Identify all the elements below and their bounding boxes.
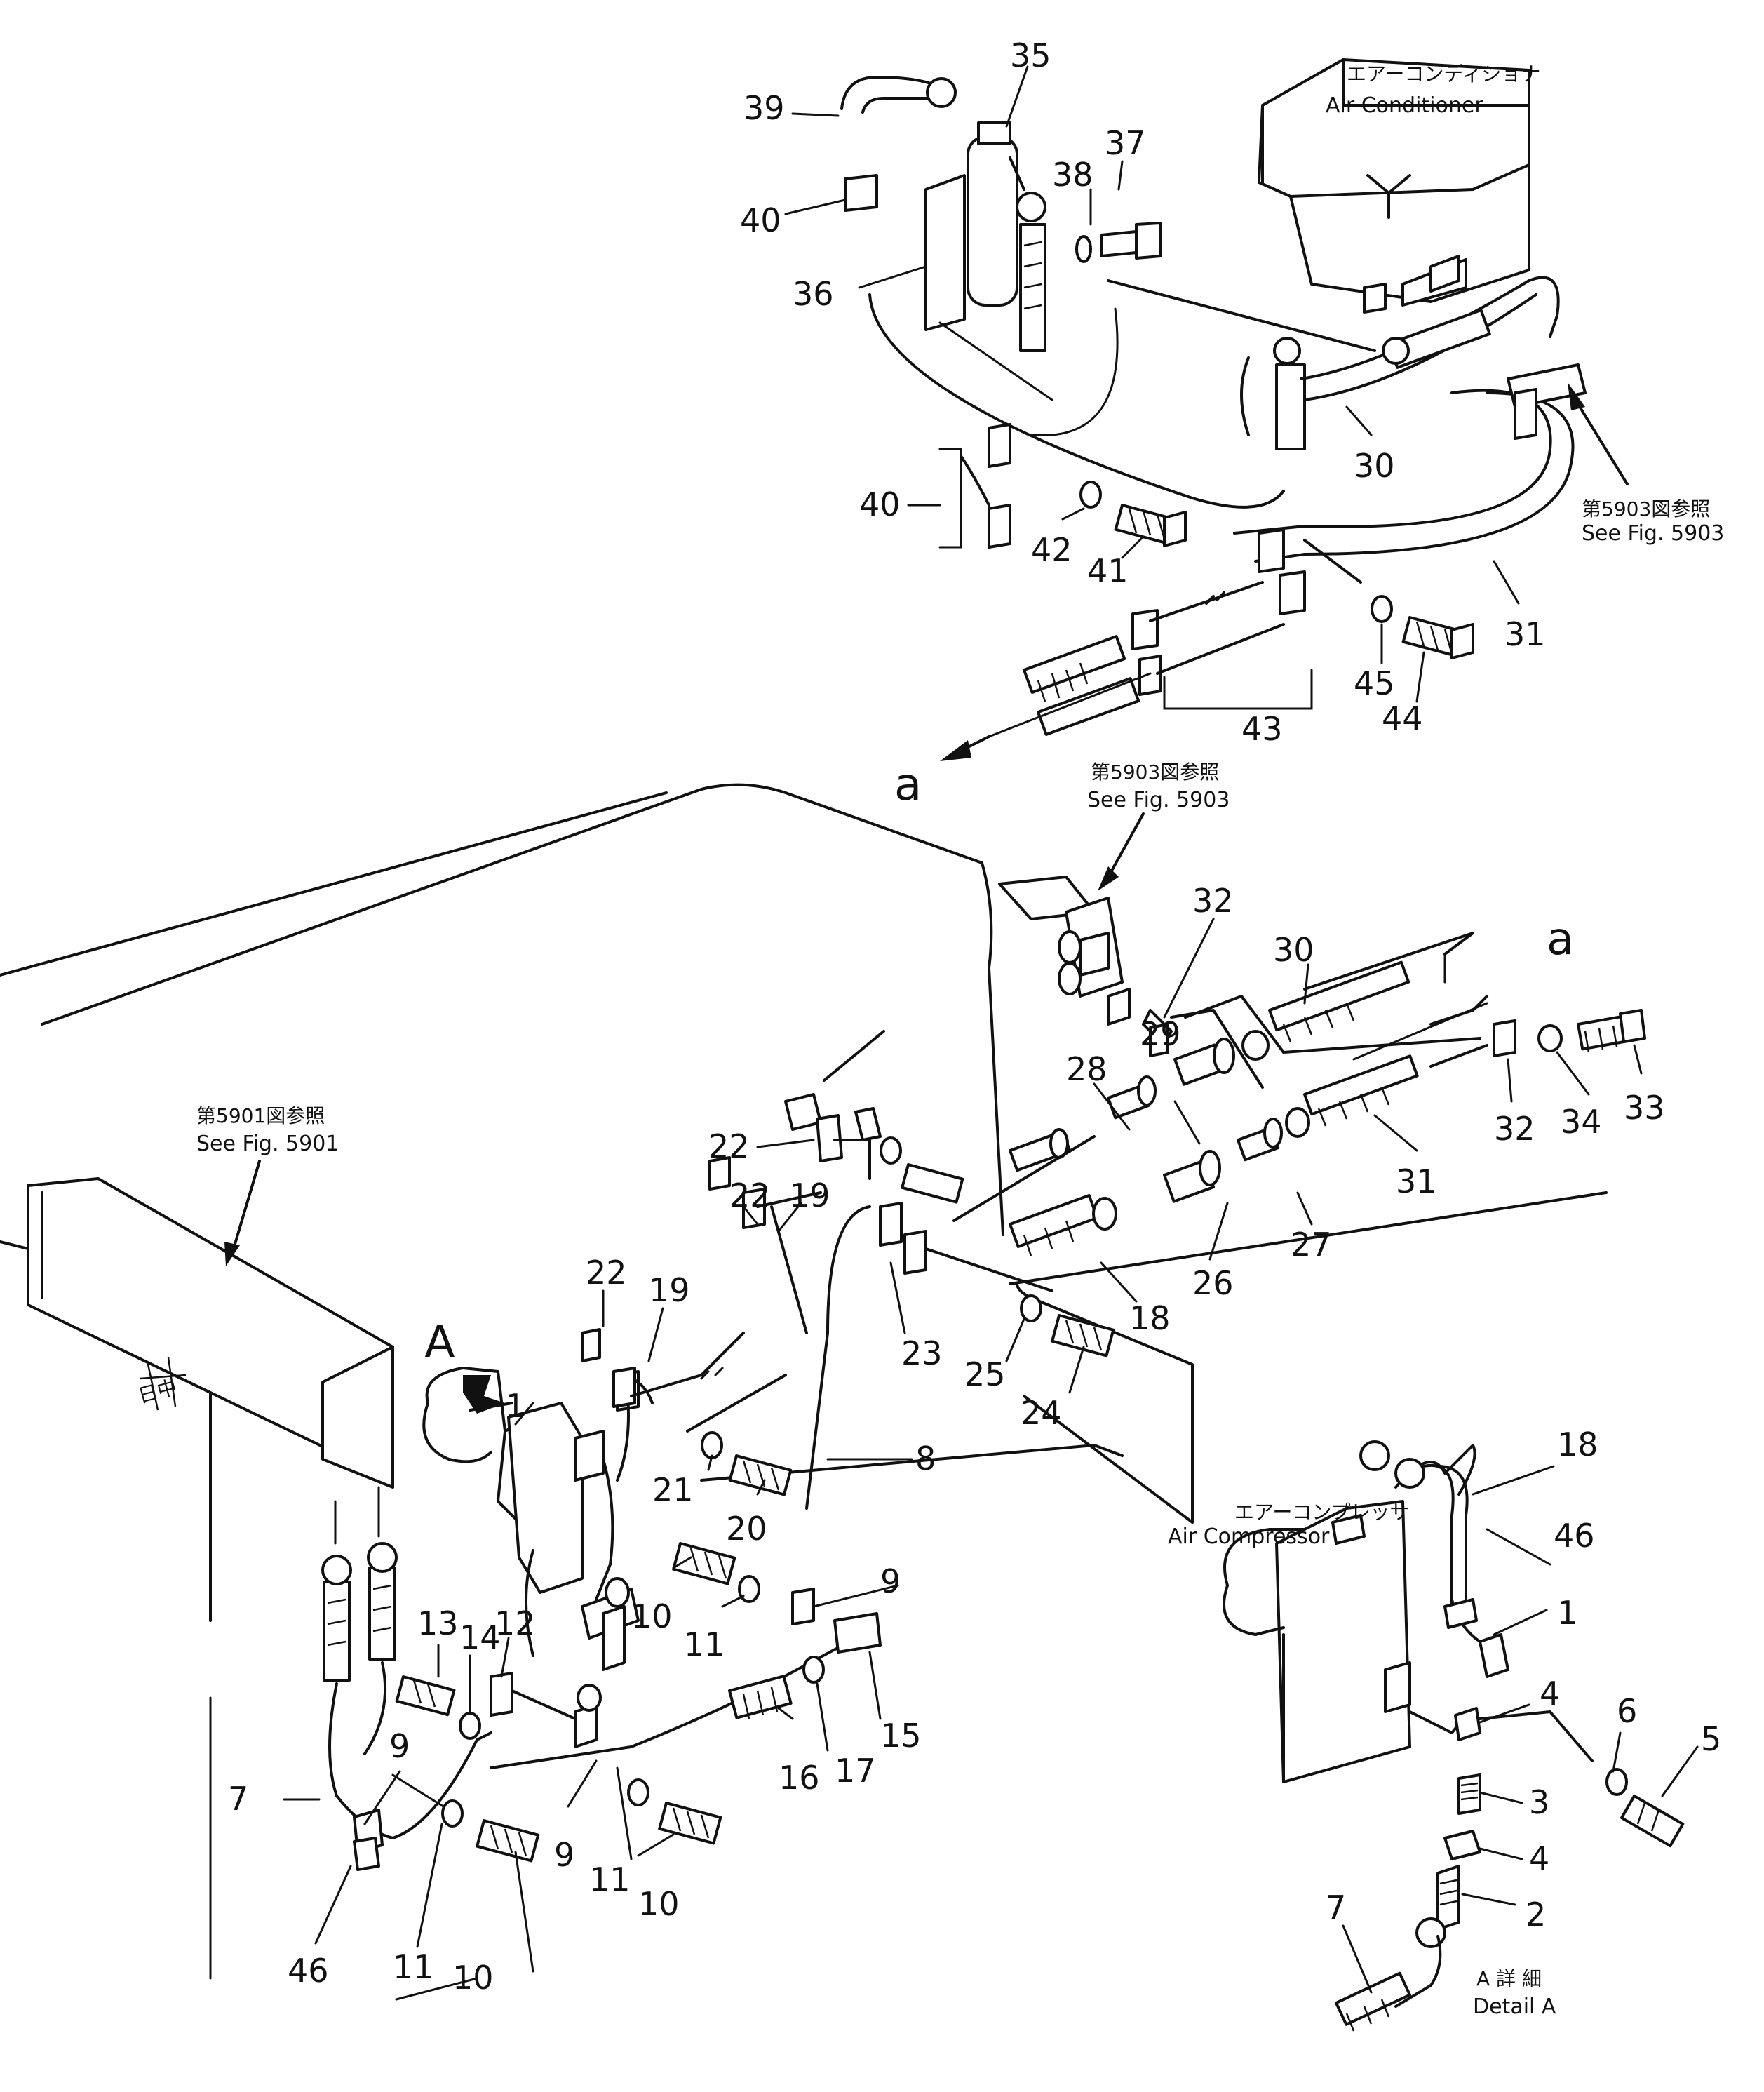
callout-25: 25	[964, 1355, 1006, 1393]
callout-17: 17	[835, 1752, 876, 1790]
callout-11-mid: 11	[684, 1625, 725, 1663]
callout-42: 42	[1031, 531, 1072, 569]
callout-19-left: 19	[649, 1271, 690, 1309]
callout-44: 44	[1382, 699, 1423, 737]
callout-43: 43	[1241, 710, 1283, 748]
callout-22-top: 22	[708, 1127, 750, 1165]
bolts-and-washers-lower	[395, 1542, 882, 1845]
callout-14: 14	[459, 1618, 501, 1656]
clamp-32-set	[1149, 995, 1646, 1057]
ref-5903-mid-jp: 第5903図参照	[1091, 760, 1219, 784]
callout-40-lower: 40	[859, 485, 901, 523]
callout-46-detail: 46	[1554, 1517, 1595, 1555]
callout-23: 23	[901, 1334, 943, 1372]
callout-33: 33	[1624, 1089, 1665, 1127]
callout-10-mid: 10	[631, 1597, 673, 1635]
callout-29: 29	[1140, 1015, 1181, 1053]
callout-9-right: 9	[880, 1562, 901, 1600]
hoses-top	[868, 276, 1587, 563]
callout-1-left: 1	[505, 1387, 525, 1425]
callout-36: 36	[793, 275, 834, 313]
callout-8: 8	[915, 1440, 936, 1477]
cab-box-left: 日中	[27, 1177, 394, 1489]
callout-4-lower: 4	[1529, 1839, 1549, 1877]
air-conditioner-label-en: Air Conditioner	[1326, 93, 1483, 118]
callout-30-mid: 30	[1273, 931, 1314, 969]
callout-35: 35	[1010, 36, 1051, 74]
callout-11-bottom: 11	[589, 1860, 631, 1898]
callout-21: 21	[652, 1471, 694, 1509]
reference-notes: 第5903図参照 See Fig. 5903 第5903図参照 See Fig.…	[196, 382, 1724, 2019]
clamps-40	[938, 423, 1187, 549]
callout-40-top: 40	[740, 201, 781, 239]
callout-41: 41	[1087, 552, 1129, 590]
callout-34: 34	[1561, 1103, 1602, 1141]
air-compressor-label-jp: エアーコンプレッサ	[1234, 1501, 1409, 1524]
callout-22-mid: 22	[729, 1176, 771, 1214]
callout-38: 38	[1052, 156, 1093, 194]
callout-1-detail: 1	[1557, 1594, 1577, 1632]
callout-31-top: 31	[1504, 615, 1546, 653]
clamps-19-22-left	[612, 1332, 793, 1496]
callout-numbers: 35 39 37 38 40 36 30 40 42 41 31 45 44 4…	[228, 36, 1721, 1997]
air-conditioner-unit: エアーコンディショナ Air Conditioner	[1258, 58, 1540, 314]
view-a-label: A	[424, 1317, 455, 1369]
callout-27: 27	[1291, 1226, 1332, 1263]
callout-11-left: 11	[393, 1948, 434, 1986]
callout-24: 24	[1021, 1394, 1062, 1432]
detail-a-label-en: Detail A	[1473, 1994, 1556, 2019]
air-compressor-label-en: Air Compressor	[1168, 1524, 1330, 1549]
callout-37: 37	[1105, 124, 1146, 162]
callout-5: 5	[1701, 1720, 1721, 1758]
callout-9-bottom: 9	[554, 1836, 574, 1874]
callout-4-upper: 4	[1540, 1675, 1560, 1712]
callout-20: 20	[726, 1510, 767, 1548]
callout-18-detail: 18	[1557, 1426, 1598, 1463]
callout-15: 15	[880, 1717, 922, 1755]
callout-39: 39	[743, 89, 785, 127]
callout-26: 26	[1192, 1264, 1234, 1302]
callout-31-mid: 31	[1396, 1162, 1437, 1200]
callout-32-right: 32	[1494, 1110, 1535, 1148]
callout-32-mid: 32	[1192, 882, 1234, 920]
callout-16: 16	[779, 1759, 820, 1797]
fittings-row	[1008, 932, 1488, 1256]
ref-5901-jp: 第5901図参照	[196, 1104, 325, 1127]
detail-a-label-jp: A 詳 細	[1476, 1967, 1542, 1990]
clamps-43	[940, 528, 1474, 761]
connector-a-top: a	[894, 759, 922, 811]
detail-a-compressor: エアーコンプレッサ Air Compressor	[1168, 1440, 1685, 2032]
callout-13: 13	[417, 1604, 459, 1642]
receiver-drier-assembly	[840, 76, 1162, 352]
callout-19-mid: 19	[789, 1176, 830, 1214]
callout-7-left: 7	[228, 1780, 248, 1818]
hoses-7	[321, 1486, 864, 2001]
callout-leaders	[283, 65, 1699, 1994]
callout-10-left: 10	[452, 1959, 494, 1997]
callout-12: 12	[494, 1604, 536, 1642]
callout-7-detail: 7	[1326, 1889, 1346, 1926]
callout-28: 28	[1066, 1050, 1107, 1088]
air-conditioner-label-jp: エアーコンディショナ	[1347, 62, 1540, 86]
ref-5903-top-en: See Fig. 5903	[1582, 521, 1724, 546]
callout-9-left: 9	[389, 1727, 410, 1765]
air-compressor-left	[422, 1367, 654, 1748]
ref-5901-en: See Fig. 5901	[196, 1132, 339, 1156]
callout-3: 3	[1529, 1783, 1549, 1821]
ref-5903-top-jp: 第5903図参照	[1582, 497, 1710, 521]
callout-46-left: 46	[288, 1952, 329, 1990]
connector-a-mid: a	[1547, 913, 1574, 965]
ref-5903-mid-en: See Fig. 5903	[1087, 788, 1230, 812]
callout-6: 6	[1617, 1692, 1637, 1730]
callout-2: 2	[1526, 1896, 1546, 1933]
callout-45: 45	[1354, 664, 1395, 702]
expansion-valve-assembly	[998, 812, 1264, 1089]
clamps-22-23	[581, 1030, 1115, 1510]
callout-10-bottom: 10	[638, 1885, 680, 1923]
callout-22-left: 22	[586, 1254, 627, 1292]
callout-18-mid: 18	[1129, 1299, 1171, 1337]
callout-30-top: 30	[1354, 447, 1395, 485]
